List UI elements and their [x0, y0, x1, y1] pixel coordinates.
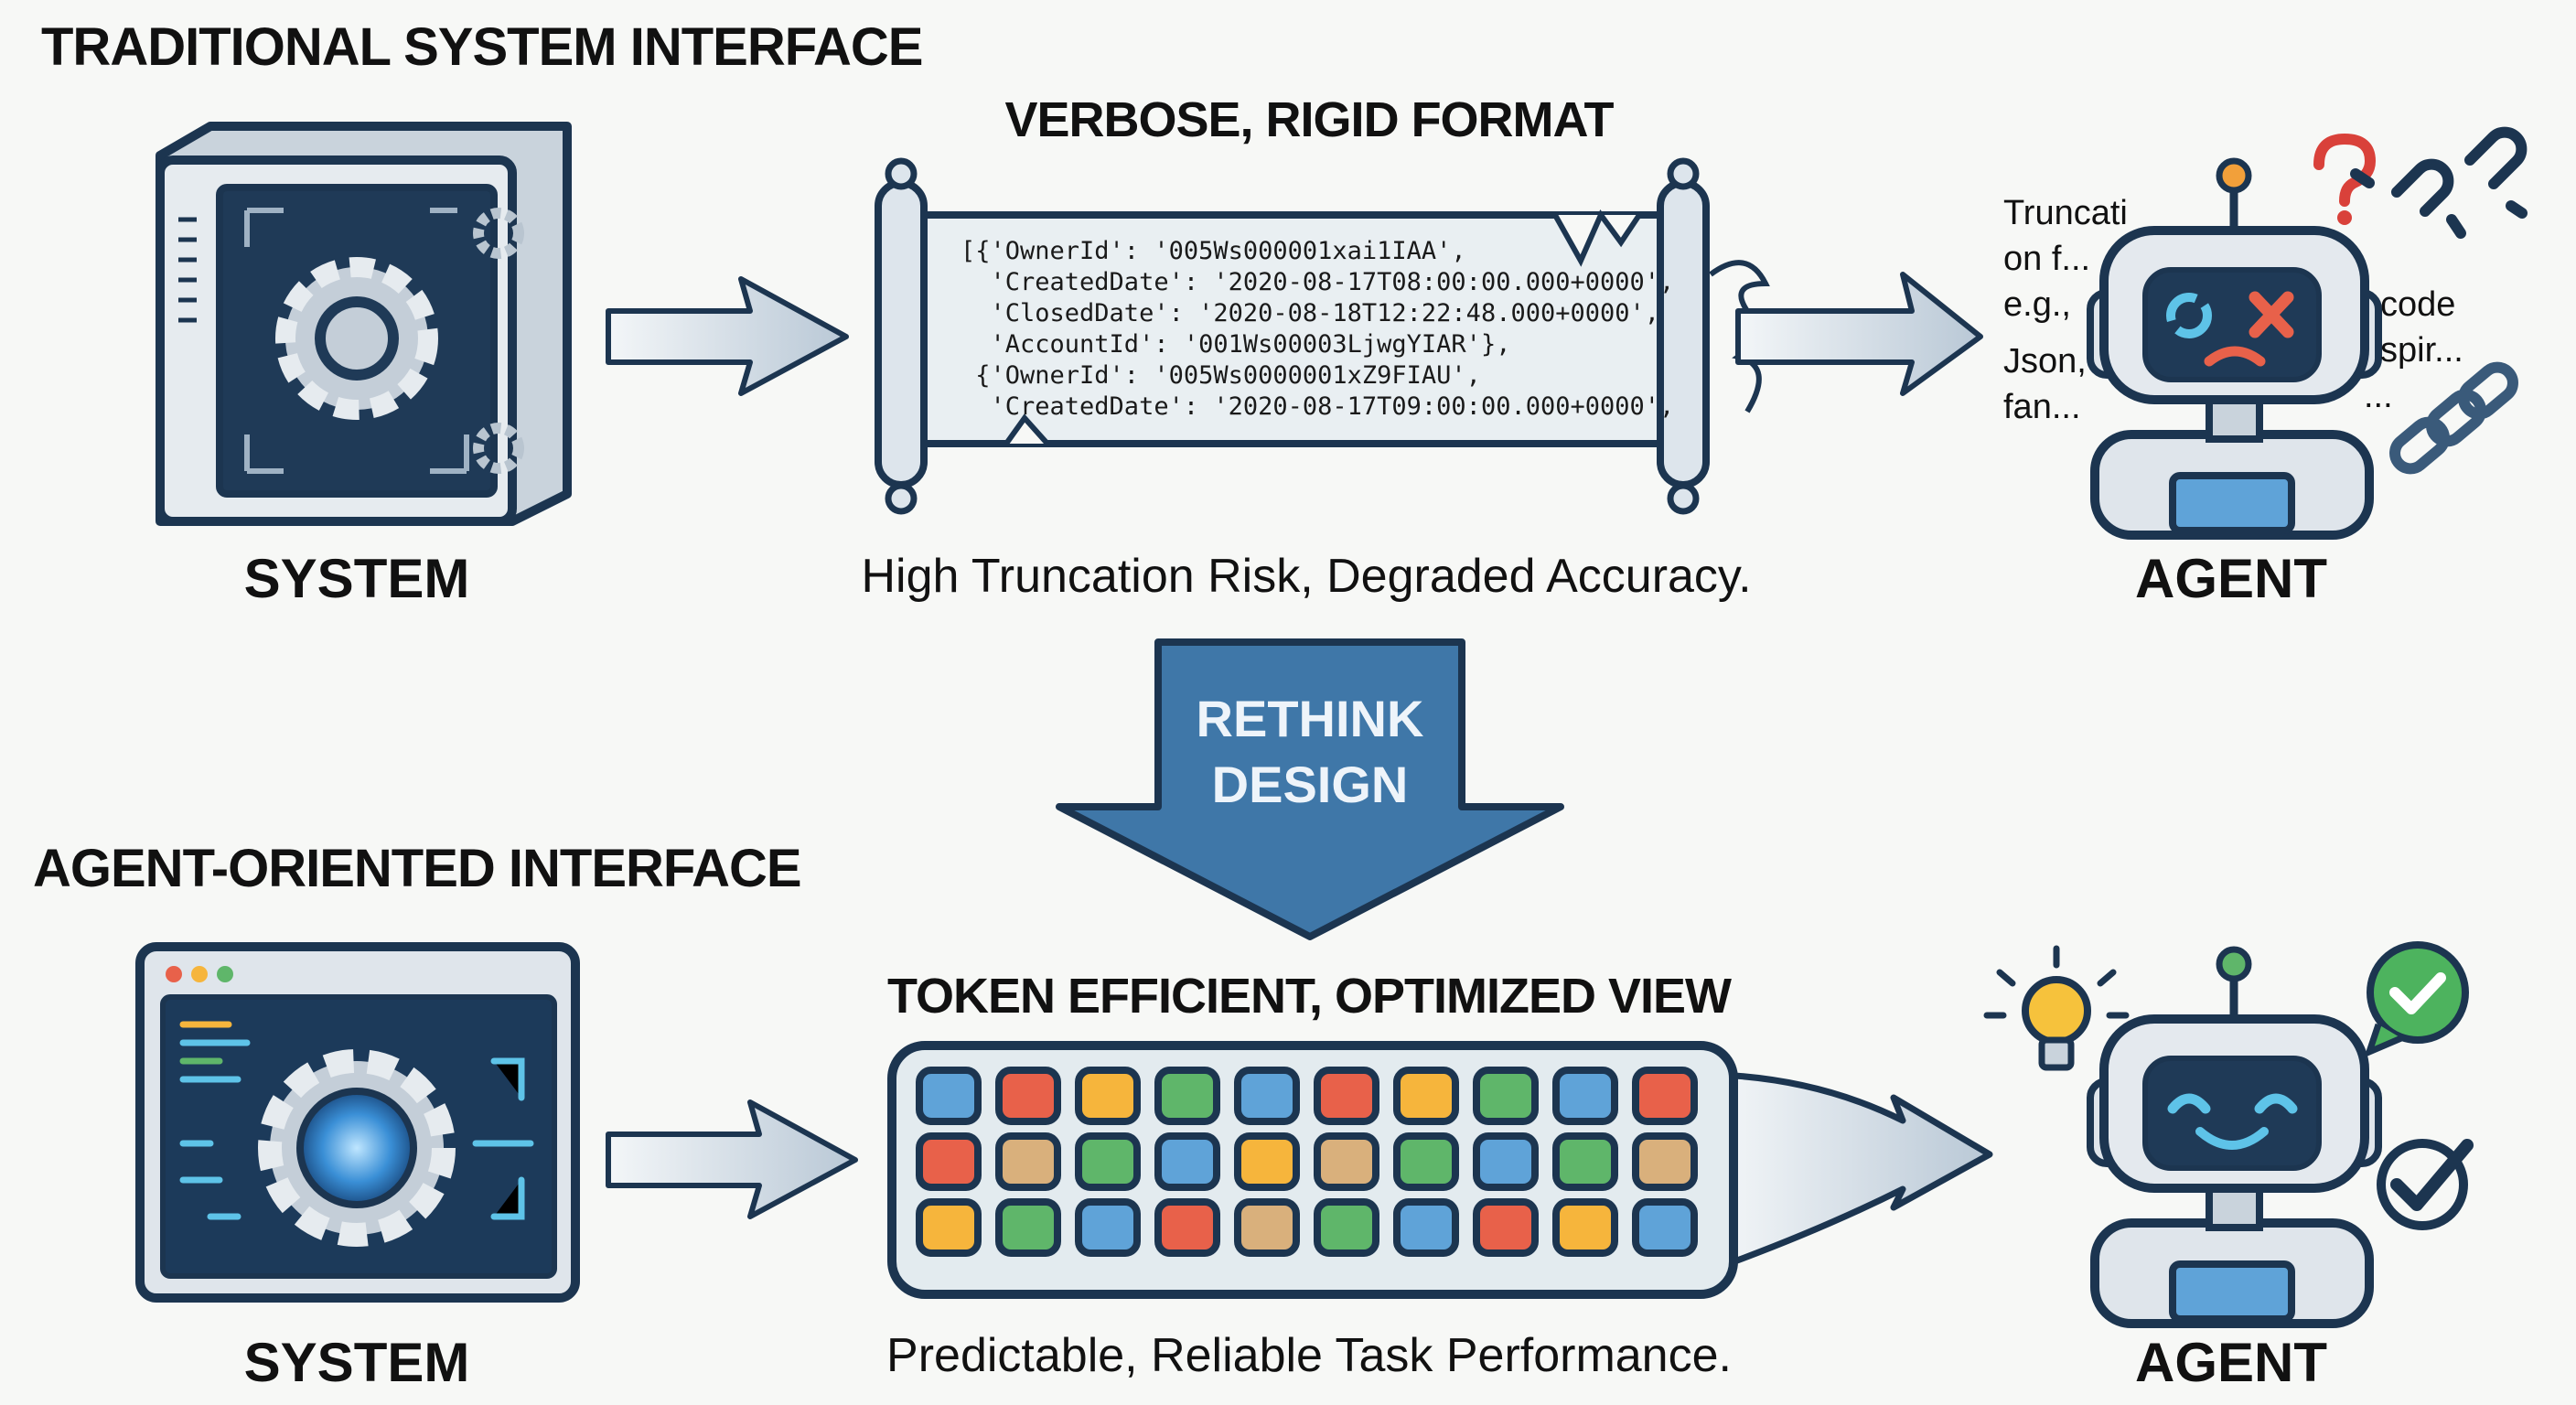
note-line: code — [2380, 285, 2456, 324]
format-title-verbose: VERBOSE, RIGID FORMAT — [1004, 92, 1614, 147]
token-block-green — [1393, 1132, 1459, 1191]
token-block-red — [1314, 1067, 1379, 1125]
rethink-design-arrow — [1056, 638, 1564, 940]
token-block-blue — [916, 1067, 982, 1125]
token-block-red — [916, 1132, 982, 1191]
token-block-blue — [1154, 1132, 1220, 1191]
lightbulb-icon — [1983, 945, 2130, 1071]
token-block-red — [1473, 1198, 1539, 1257]
broken-link-icon — [2350, 126, 2528, 239]
caption-reliable-performance: Predictable, Reliable Task Performance. — [886, 1329, 1732, 1382]
rethink-line: DESIGN — [1211, 756, 1409, 813]
agent-oriented-system-icon — [135, 942, 580, 1303]
token-block-blue — [1552, 1067, 1618, 1125]
token-block-green — [1314, 1198, 1379, 1257]
note-line: Truncati — [2003, 194, 2128, 232]
token-block-yellow — [1393, 1067, 1459, 1125]
question-mark-icon — [2313, 133, 2377, 225]
note-line: on f... — [2003, 240, 2091, 278]
format-title-token-efficient: TOKEN EFFICIENT, OPTIMIZED VIEW — [886, 969, 1732, 1024]
arrow-system-to-view — [606, 1099, 858, 1219]
arrow-system-to-format — [606, 276, 849, 396]
token-block-blue — [1234, 1067, 1300, 1125]
chain-link-icon — [2389, 361, 2518, 475]
code-line: [{'OwnerId': '005Ws000001xai1IAA', — [961, 237, 1466, 265]
token-block-red — [995, 1067, 1061, 1125]
legacy-system-icon — [156, 122, 572, 526]
note-line: e.g., — [2003, 285, 2071, 324]
code-line: 'CreatedDate': '2020-08-17T09:00:00.000+… — [961, 392, 1675, 421]
arrow-format-to-agent — [1735, 272, 1983, 396]
token-block-green — [1154, 1067, 1220, 1125]
note-line: spir... — [2380, 331, 2463, 370]
note-line: ... — [2364, 377, 2393, 415]
token-block-tan — [1314, 1132, 1379, 1191]
agent-notes-right: code spir... ... — [2364, 282, 2463, 419]
agent-label-bottom: AGENT — [2135, 1332, 2327, 1393]
system-label-top: SYSTEM — [243, 548, 470, 609]
note-line: fan... — [2003, 388, 2081, 426]
token-block-red — [1632, 1067, 1698, 1125]
token-block-blue — [1473, 1132, 1539, 1191]
system-label-bottom: SYSTEM — [243, 1332, 470, 1393]
agent-label-top: AGENT — [2135, 548, 2327, 609]
token-block-yellow — [1552, 1198, 1618, 1257]
token-grid — [916, 1067, 1698, 1257]
section-title-agent-oriented: AGENT-ORIENTED INTERFACE — [33, 839, 802, 898]
note-line — [2003, 327, 2128, 338]
token-block-green — [1552, 1132, 1618, 1191]
raw-json-code-block: [{'OwnerId': '005Ws000001xai1IAA', 'Crea… — [961, 236, 1674, 423]
token-block-green — [995, 1198, 1061, 1257]
token-block-yellow — [1075, 1067, 1141, 1125]
token-block-yellow — [1234, 1132, 1300, 1191]
caption-truncation-risk: High Truncation Risk, Degraded Accuracy. — [861, 550, 1752, 603]
token-block-green — [1075, 1132, 1141, 1191]
token-view-funnel-arrow — [1716, 1071, 1993, 1271]
note-line: Json, — [2003, 342, 2087, 381]
code-line: 'CreatedDate': '2020-08-17T08:00:00.000+… — [961, 268, 1675, 296]
code-line: 'AccountId': '001Ws00003LjwgYIAR'}, — [961, 330, 1511, 359]
chat-check-icon — [2364, 941, 2469, 1058]
happy-agent-robot-icon — [2087, 946, 2382, 1328]
rethink-design-label: RETHINK DESIGN — [1197, 686, 1424, 818]
checkmark-circle-icon — [2377, 1139, 2474, 1230]
code-line: 'ClosedDate': '2020-08-18T12:22:48.000+0… — [961, 299, 1660, 327]
rethink-line: RETHINK — [1196, 690, 1424, 747]
section-title-traditional: TRADITIONAL SYSTEM INTERFACE — [41, 17, 923, 77]
token-block-blue — [1632, 1198, 1698, 1257]
token-block-blue — [1393, 1198, 1459, 1257]
confused-agent-robot-icon — [2087, 126, 2528, 540]
token-block-tan — [1632, 1132, 1698, 1191]
token-block-yellow — [916, 1198, 982, 1257]
token-block-tan — [1234, 1198, 1300, 1257]
token-block-tan — [995, 1132, 1061, 1191]
token-block-green — [1473, 1067, 1539, 1125]
agent-notes-left: Truncati on f... e.g., Json, fan... — [2003, 190, 2128, 430]
scroll-icon — [875, 157, 1770, 515]
token-block-blue — [1075, 1198, 1141, 1257]
token-block-red — [1154, 1198, 1220, 1257]
code-line: {'OwnerId': '005Ws0000001xZ9FIAU', — [961, 361, 1481, 390]
